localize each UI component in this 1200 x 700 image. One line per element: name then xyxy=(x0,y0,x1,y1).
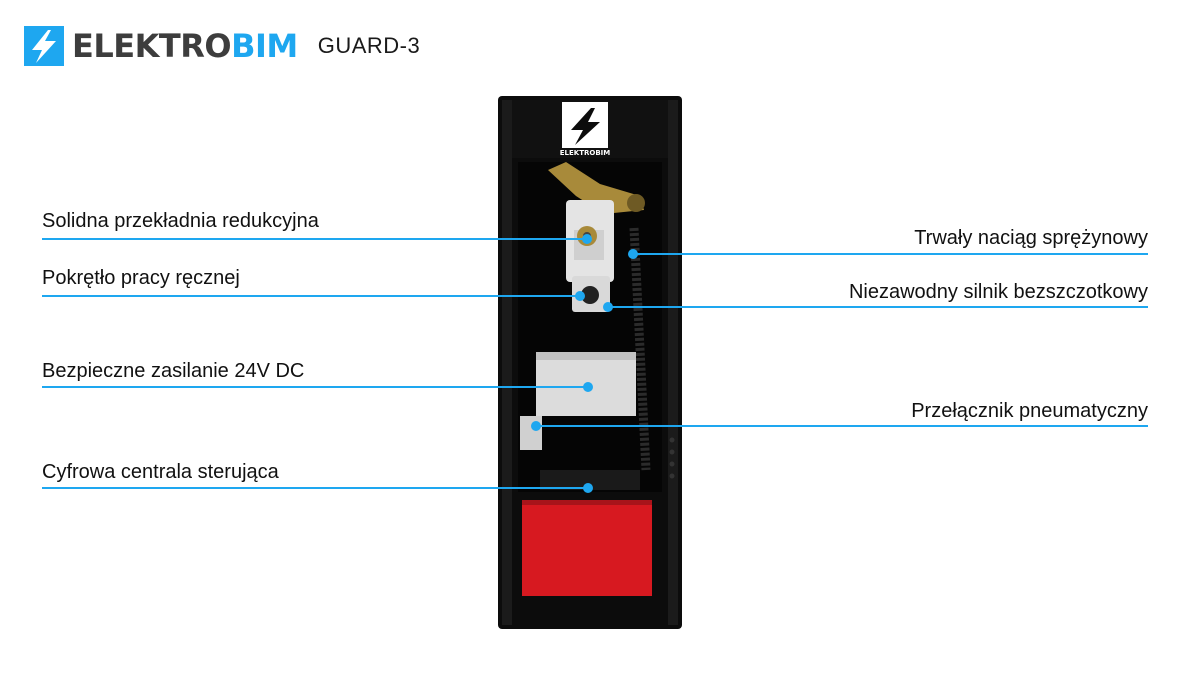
label-manual-knob: Pokrętło pracy ręcznej xyxy=(42,267,240,289)
label-reduction-gear: Solidna przekładnia redukcyjna xyxy=(42,210,319,232)
cabinet-logo-text: ELEKTROBIM xyxy=(560,149,611,157)
label-spring-tension: Trwały naciąg sprężynowy xyxy=(914,227,1148,249)
pneumatic-switch xyxy=(520,416,542,450)
label-brushless-motor: Niezawodny silnik bezszczotkowy xyxy=(848,281,1148,303)
model-name: GUARD-3 xyxy=(317,33,421,58)
label-control-unit: Cyfrowa centrala sterująca xyxy=(42,461,279,483)
label-power-supply: Bezpieczne zasilanie 24V DC xyxy=(42,360,305,382)
callout-lines-left xyxy=(42,234,593,493)
callout-lines-right xyxy=(531,249,1148,431)
label-pneumatic-switch: Przełącznik pneumatyczny xyxy=(911,400,1148,422)
lightning-logo-icon xyxy=(24,26,64,66)
spring xyxy=(629,227,651,471)
red-panel xyxy=(522,500,652,596)
brand-logo-text: ELEKTROBIM xyxy=(72,27,298,65)
header: ELEKTROBIM GUARD-3 xyxy=(24,22,420,70)
control-unit xyxy=(540,470,640,490)
